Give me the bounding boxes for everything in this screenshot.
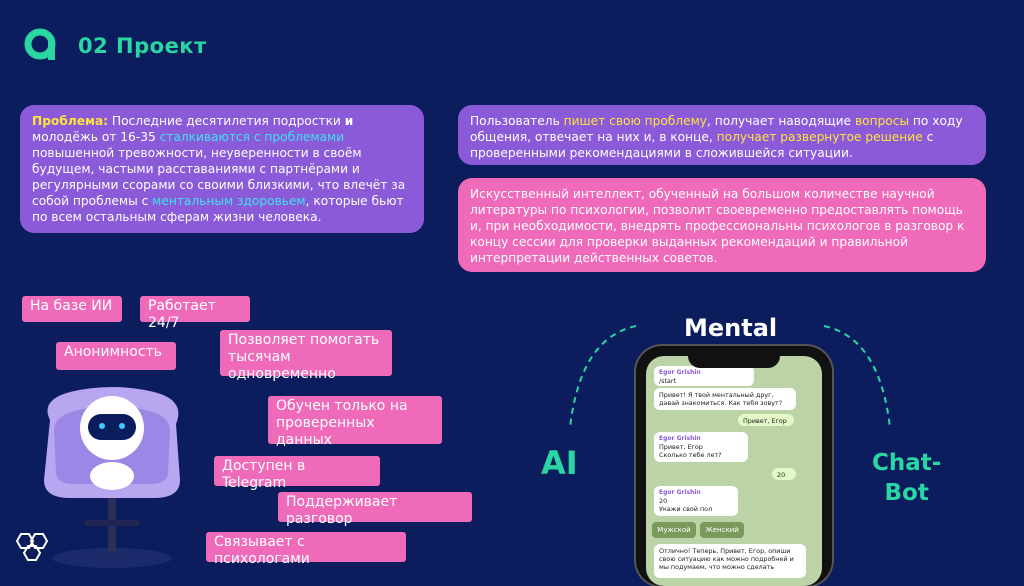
chat-message-age-question: Egor Grishin Привет, Егор Сколько тебе л… [654,432,748,462]
problem-text-1: Последние десятилетия подростки [108,114,345,128]
chat-greeting-text: Привет! Я твой ментальный друг, давай зн… [659,391,783,407]
chat-sender-3: Egor Grishin [659,489,701,496]
user-text-1: Пользователь [470,114,564,128]
user-text-4: с проверенными рекомендациями в сложивше… [470,130,934,160]
a-logo-icon [24,28,56,60]
problem-label: Проблема: [32,114,109,128]
gender-male-button[interactable]: Мужской [652,522,696,538]
problem-highlight-1: сталкиваются с проблемами [159,130,345,144]
user-highlight-3: получает развернутое решение [716,130,923,144]
feature-anonymity: Анонимность [56,342,176,370]
chat-command: /start [659,377,677,385]
chat-message-age: 20 [772,468,796,480]
feature-help-thousands: Позволяет помогать тысячам одновременно [220,330,392,382]
user-highlight-1: пишет свою проблему [563,114,707,128]
problem-text-4: , которые бьют по всем остальным сферам … [32,194,404,224]
chat-message-start: Egor Grishin /start [654,366,754,386]
problem-text-bold: и [344,114,354,128]
problem-text-3: повышенной тревожности, неуверенности в … [32,146,406,208]
user-highlight-2: вопросы [854,114,910,128]
chat-screen: Egor Grishin /start Привет! Я твой мента… [646,356,822,586]
chat-message-greeting: Привет! Я твой ментальный друг, давай зн… [654,388,796,410]
gender-female-button[interactable]: Женский [700,522,744,538]
chat-message-name: Привет, Егор [738,414,794,426]
diagram-left-label: AI [541,444,578,482]
diagram-arcs [569,325,891,429]
ai-card-text: Искусственный интеллект, обученный на бо… [470,187,965,265]
chat-message-gender-question: Egor Grishin 20 Укажи свой пол [654,486,738,516]
phone-notch [688,352,780,368]
chat-sender: Egor Grishin [659,369,701,376]
hexagon-chain-icon [15,533,49,561]
user-text-3: по ходу общения, отвечает на них и, в ко… [470,114,963,144]
feature-conversation: Поддерживает разговор [278,492,472,527]
problem-card: Проблема: Последние десятилетия подростк… [20,105,424,233]
chat-gender-question-text: Укажи свой пол [659,505,713,513]
feature-verified-data: Обучен только на проверенных данных [268,396,442,448]
feature-24-7: Работает 24/7 [140,296,250,331]
chat-age-question-text: Сколько тебе лет? [659,451,722,459]
diagram-top-label: Mental [684,314,778,342]
problem-highlight-2: ментальным здоровьем [152,194,306,208]
chat-sender-2: Egor Grishin [659,435,701,442]
user-text-2: , получает наводящие [707,114,855,128]
chat-message-final: Отлично! Теперь, Привет, Егор, опиши сво… [654,544,806,578]
chat-quote-2: Привет, Егор [659,443,703,451]
feature-telegram: Доступен в Telegram [214,456,380,491]
feature-psychologists: Связывает с психологами [206,532,406,567]
feature-ai-based: На базе ИИ [22,296,122,322]
chat-final-text: Отлично! Теперь, Привет, Егор, опиши сво… [659,547,794,571]
user-flow-card: Пользователь пишет свою проблему, получа… [458,105,986,165]
page-title: 02 Проект [78,34,207,58]
robot-chair-illustration [44,387,180,568]
diagram-right-label: Chat- Bot [872,450,942,506]
chat-quote-3: 20 [659,497,668,505]
problem-text-2: молодёжь от 16-35 [32,130,160,144]
ai-card: Искусственный интеллект, обученный на бо… [458,178,986,272]
chat-age-text: 20 [777,471,786,479]
chat-name-text: Привет, Егор [743,417,787,425]
